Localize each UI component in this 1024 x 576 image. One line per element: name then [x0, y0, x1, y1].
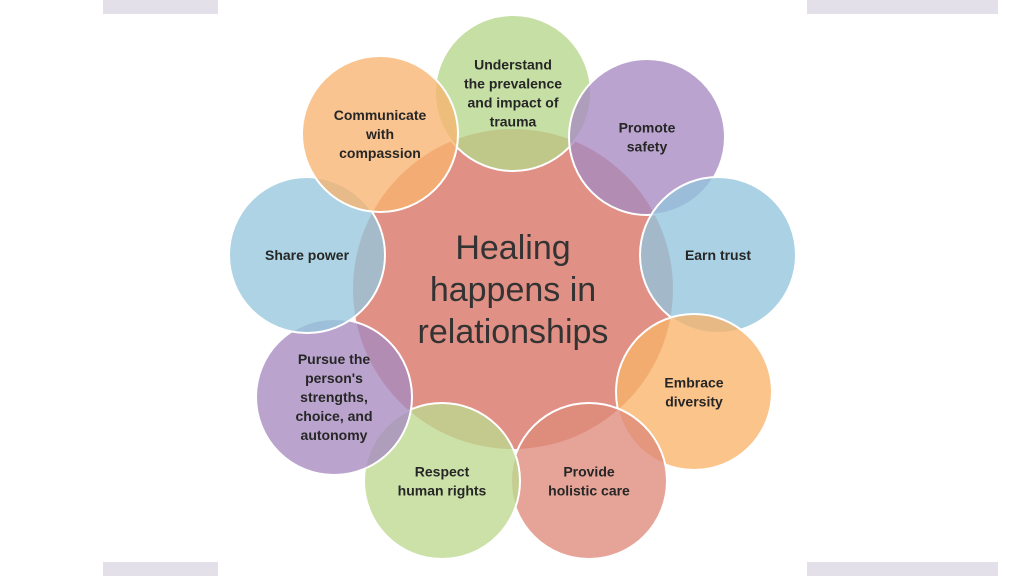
node-circle-compassion [301, 55, 459, 213]
node-compassion [301, 55, 459, 213]
node-holistic [510, 402, 668, 560]
center-circle [353, 129, 673, 449]
node-circle-safety [568, 58, 726, 216]
center-node [353, 129, 673, 449]
node-trauma [434, 14, 592, 172]
node-label-power: Share power [265, 247, 350, 263]
decorative-bar-bottom-right [807, 562, 998, 576]
node-circle-holistic [510, 402, 668, 560]
node-circle-trauma [434, 14, 592, 172]
node-circle-power [228, 176, 386, 334]
node-diversity [615, 313, 773, 471]
node-circle-diversity [615, 313, 773, 471]
decorative-bar-top-right [807, 0, 998, 14]
node-power [228, 176, 386, 334]
node-rights [363, 402, 521, 560]
decorative-bar-bottom-left [103, 562, 218, 576]
decorative-bar-top-left [103, 0, 218, 14]
node-safety [568, 58, 726, 216]
node-circle-rights [363, 402, 521, 560]
node-label-trust: Earn trust [685, 247, 751, 263]
